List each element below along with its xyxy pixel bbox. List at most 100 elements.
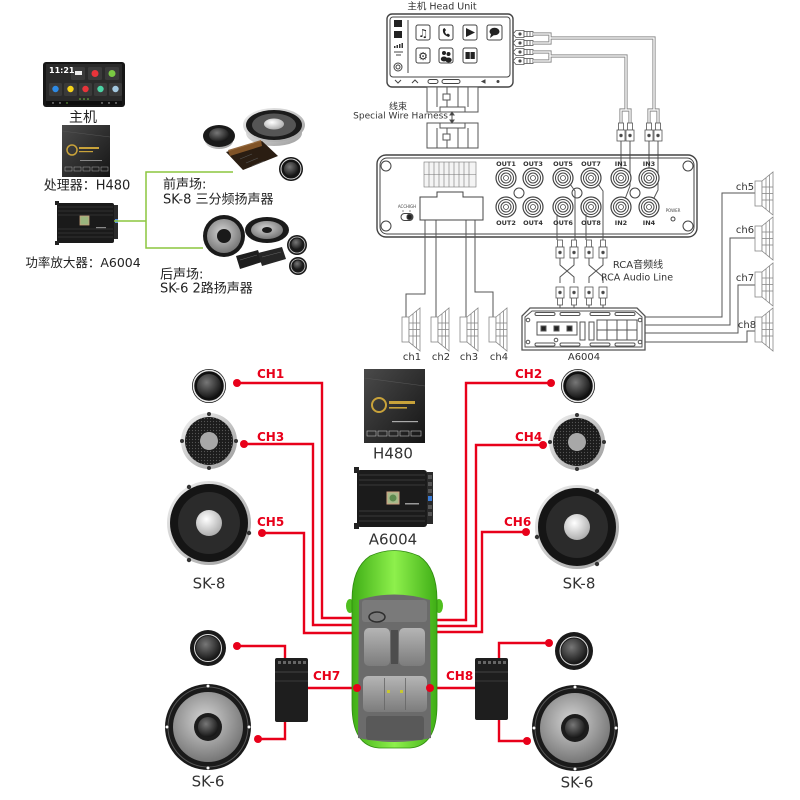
dashboard [362, 600, 427, 622]
rear-speaker-set-photo [203, 215, 307, 275]
wire-ch5 [262, 531, 358, 635]
rear-right-tweeter [555, 632, 593, 670]
front-right-model-label: SK-8 [562, 574, 596, 593]
rear-left-tweeter [190, 630, 226, 666]
phone-icon [438, 24, 454, 41]
home-pill-icon [427, 79, 439, 84]
mount-hole [682, 160, 694, 172]
front-left-midrange [180, 412, 238, 470]
speaker-output-wires-ch1-ch4 [405, 220, 494, 317]
dsp-port-label: OUT6 [553, 218, 573, 227]
front-right-woofer [534, 485, 619, 569]
install-channel-ch7: CH7 [313, 669, 341, 683]
rca-input-leads [620, 141, 659, 201]
volume-down-icon [480, 79, 486, 84]
wifi-icon [394, 51, 403, 56]
status-square-icon [394, 20, 402, 27]
front-stage-title: 前声场: [163, 177, 207, 193]
steering-wheel [368, 611, 386, 623]
dsp-harness-plug [419, 191, 484, 221]
wire-harness [426, 86, 479, 149]
dsp-port-label: OUT2 [496, 218, 516, 227]
install-channel-ch3: CH3 [257, 430, 285, 444]
rca-cable-label-cn: RCA音频线 [612, 260, 664, 271]
rear-right-woofer [532, 685, 618, 771]
dsp-port-label: OUT8 [581, 218, 601, 227]
rca-input-cables [533, 32, 660, 123]
book-icon [462, 47, 478, 64]
red-wire-terminals [233, 379, 555, 745]
amplifier-diagram-label: A6004 [567, 352, 601, 363]
speaker-ch2 [430, 307, 450, 352]
wire-ch4 [430, 443, 543, 628]
music-icon: ♫ [415, 24, 431, 41]
chat-icon [486, 24, 503, 41]
rear-left-crossover [275, 658, 308, 722]
dsp-outer-frame [376, 154, 698, 238]
wire-ch1 [237, 381, 358, 620]
speaker-ch8 [754, 307, 774, 352]
mount-hole [682, 220, 694, 232]
mount-hole [380, 160, 392, 172]
power-led [670, 216, 676, 222]
speaker-ch6 [754, 216, 774, 261]
knob [513, 187, 525, 199]
dsp-harness-socket [423, 161, 477, 188]
rca-cable-label-en: RCA Audio Line [600, 272, 674, 284]
channel-label-ch7: ch7 [735, 273, 755, 284]
play-icon [462, 24, 478, 41]
rca-jacks [495, 167, 660, 218]
rca-amp-cables [556, 183, 604, 308]
rear-stage-description: SK-6 2路扬声器 [160, 281, 253, 297]
legend-connection-bracket [114, 171, 233, 249]
brand-logo-icon [66, 144, 78, 156]
brand-logo-icon [371, 397, 387, 413]
front-left-model-label: SK-8 [192, 574, 226, 593]
dsp-port-label: IN2 [614, 218, 628, 227]
rca-input-plugs [616, 122, 663, 142]
processor-model-label: H480 [373, 444, 413, 463]
rear-left-woofer [165, 684, 251, 770]
svg-text:⚙: ⚙ [418, 50, 428, 63]
head-unit-rca-outputs [512, 30, 534, 65]
head-unit-title: 主机 Head Unit [407, 1, 477, 13]
trunk [366, 716, 424, 740]
chevron-down-icon [394, 79, 402, 84]
rear-stage-title: 后声场: [160, 267, 204, 283]
install-channel-ch1: CH1 [257, 367, 285, 381]
front-left-tweeter [192, 369, 226, 403]
wire-ch3 [244, 442, 358, 627]
speaker-ch7 [754, 262, 774, 307]
dsp-port-label: OUT3 [523, 159, 543, 168]
knob [571, 187, 583, 199]
harness-arrow-icon [449, 111, 455, 124]
channel-speakers-ch1-ch4 [401, 307, 508, 352]
dsp-port-label: OUT5 [553, 159, 573, 168]
center-console [391, 630, 398, 664]
front-left-woofer [167, 481, 252, 565]
head-unit-screen-time: 11:21 [49, 66, 75, 75]
signal-icon [394, 43, 403, 48]
processor-photo [363, 369, 426, 443]
car-top-view [346, 550, 443, 749]
rca-amp-plugs [555, 239, 608, 306]
channel-label-ch5: ch5 [735, 182, 755, 193]
processor-label: 处理器：H480 [43, 178, 131, 194]
dsp-processor-diagram [376, 154, 698, 238]
front-stage-description: SK-8 三分频扬声器 [163, 192, 274, 208]
gain-switch [400, 210, 414, 221]
front-right-seat [399, 628, 425, 666]
wire-ch2 [430, 381, 551, 622]
switch-label-high: HIGH [405, 204, 417, 209]
volume-up-icon [496, 80, 500, 83]
power-icon [393, 62, 403, 72]
install-channel-ch6: CH6 [504, 515, 532, 529]
speaker-ch4 [488, 307, 508, 352]
wire-ch7-woofer [258, 722, 287, 741]
head-unit-screen [389, 16, 511, 78]
amplifier-photo [354, 467, 433, 529]
dsp-port-label: IN3 [642, 159, 656, 168]
channel-label-ch4: ch4 [489, 352, 509, 363]
